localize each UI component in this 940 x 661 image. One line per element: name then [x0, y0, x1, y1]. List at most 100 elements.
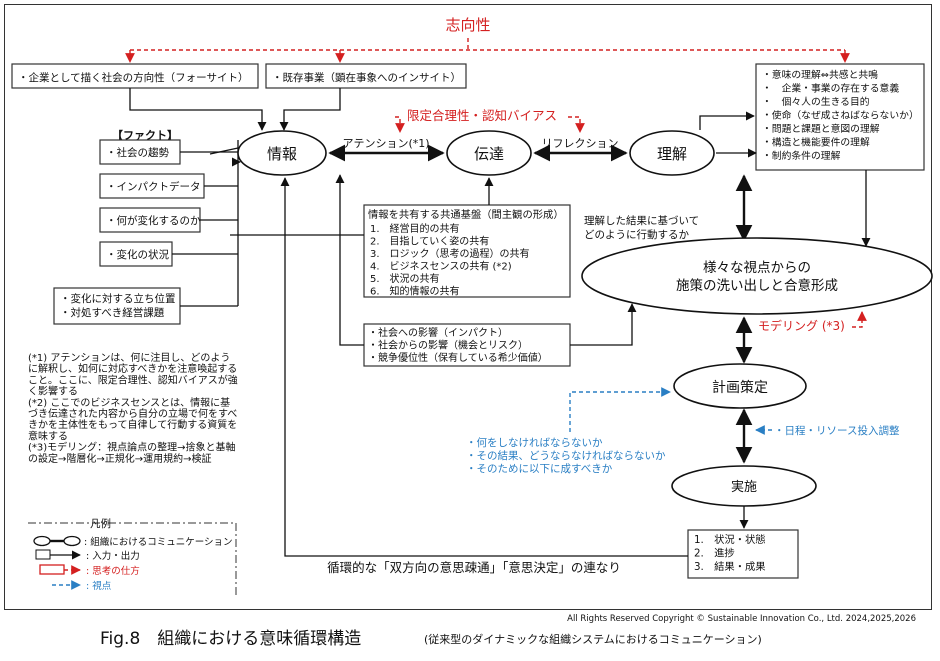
limited-rationality-label: 限定合理性・認知バイアス	[407, 108, 557, 123]
question-2: ・その結果、どうならなければならないか	[466, 449, 666, 462]
meaning-line: ・使命（なぜ成さねばならないか）	[762, 109, 919, 122]
footnote-line: こと。ここに、限定合理性、認知バイアスが強	[28, 373, 238, 386]
existing-business-box	[265, 63, 467, 89]
meaning-line: ・構造と機能要件の理解	[762, 136, 870, 149]
node-info	[237, 130, 327, 176]
existing-business-text: ・既存事業（顕在事象へのインサイト）	[272, 71, 461, 84]
impact-lines: ・社会への影響（インパクト）・社会からの影響（機会とリスク）・競争優位性（保有し…	[368, 326, 548, 364]
fact-bus-top	[209, 147, 239, 155]
common-basis-title: 情報を共有する共通基盤（間主観の形成）	[368, 208, 564, 221]
edge-impact-to-info	[335, 174, 364, 346]
impact-line: ・社会からの影響（機会とリスク）	[368, 339, 528, 352]
node-info-label: 情報	[267, 145, 297, 163]
legend-comm-ellipse-b	[63, 535, 81, 547]
edge-understand-to-meaning-top	[699, 111, 755, 130]
cycle-label: 循環的な「双方向の意思疎通」「意思決定」の連なり	[327, 560, 621, 575]
footnote-line: づき伝達された内容から自分の立場で何をすべ	[28, 407, 237, 420]
edge-impact-to-consensus	[570, 303, 637, 346]
fact-box	[99, 139, 181, 165]
fact-item: ・何が変化するのか	[106, 214, 201, 227]
legend-title: 凡例	[90, 517, 111, 530]
fact-item: ・対処すべき経営課題	[60, 306, 165, 319]
footnote-line: (*2) ここでのビジネスセンスとは、情報に基	[28, 396, 230, 409]
common-basis-item: 5. 状況の共有	[370, 272, 440, 285]
node-consensus	[581, 237, 933, 315]
footnote-line: (*3)モデリング：視点論点の整理→捨象と基軸	[28, 441, 236, 454]
status-lines: 1. 状況・状態2. 進捗3. 結果・成果	[694, 533, 766, 573]
meaning-lines: ・意味の理解⇔共感と共鳴・ 企業・事業の存在する意義・ 個々人の生きる目的・使命…	[762, 68, 919, 162]
impact-line: ・社会への影響（インパクト）	[368, 326, 508, 339]
node-transmit-label: 伝達	[474, 145, 504, 163]
fact-box	[99, 173, 205, 199]
common-basis-box	[363, 204, 571, 298]
attention-label: アテンション(*1)	[342, 137, 429, 150]
society-direction-box	[11, 63, 259, 89]
orientation-label: 志向性	[445, 16, 490, 34]
legend-comm-ellipse-a	[33, 535, 51, 547]
meaning-line: ・意味の理解⇔共感と共鳴	[762, 68, 878, 81]
common-basis-item: 3. ロジック（思考の過程）の共有	[370, 247, 530, 260]
footnote-line: の設定→階層化→正規化→運用規約→検証	[28, 452, 212, 465]
question-3: ・そのために以下に成すべきか	[466, 463, 613, 475]
reflection-label: リフレクション	[542, 137, 619, 150]
node-consensus-l1: 様々な視点からの	[703, 260, 811, 276]
questions-arrow	[569, 387, 671, 432]
meaning-line: ・ 企業・事業の存在する意義	[762, 82, 899, 95]
node-understand	[629, 130, 715, 176]
diagram-frame	[4, 4, 932, 610]
schedule-label: ・日程・リソース投入調整	[774, 424, 900, 437]
legend-item-comm: : 組織におけるコミュニケーション	[84, 536, 233, 548]
legend-item-viewpoint: : 視点	[86, 580, 112, 592]
fact-item: ・変化に対する立ち位置	[60, 292, 176, 305]
question-1: ・何をしなければならないか	[466, 436, 603, 449]
orientation-dashed-line	[130, 38, 845, 51]
legend: 凡例 : 組織におけるコミュニケーション : 入力・出力 : 思考の仕方 : 視…	[28, 517, 237, 598]
fact-box-position	[53, 287, 181, 325]
act-understanding-l2: どのように行動するか	[584, 228, 689, 241]
footnote-line: く影響する	[28, 385, 78, 398]
meaning-line: ・問題と課題と意図の理解	[762, 122, 880, 135]
caption-main: Fig.8 組織における意味循環構造	[100, 629, 361, 649]
edge-cycle-to-info	[280, 177, 688, 557]
common-basis-item: 1. 経営目的の共有	[370, 222, 460, 235]
society-direction-text: ・企業として描く社会の方向性（フォーサイト）	[18, 71, 248, 84]
impact-line: ・競争優位性（保有している希少価値）	[368, 351, 548, 364]
node-consensus-l2: 施策の洗い出しと合意形成	[676, 277, 838, 294]
footnotes: (*1) アテンションは、何に注目し、どのように解釈し、如何に対応すべきかを注意…	[28, 351, 238, 465]
fact-box	[99, 207, 201, 233]
act-understanding-l1: 理解した結果に基づいて	[584, 214, 699, 227]
meaning-box	[755, 63, 925, 171]
meaning-line: ・制約条件の理解	[762, 149, 841, 162]
node-understand-label: 理解	[657, 145, 687, 163]
fact-title: 【ファクト】	[112, 129, 178, 142]
status-line: 2. 進捗	[694, 547, 735, 560]
modeling-label: モデリング (*3)	[758, 318, 845, 333]
footnote-line: に解釈し、如何に対応すべきかを注意喚起する	[28, 362, 237, 375]
node-execution-label: 実施	[731, 479, 757, 495]
edge-society-to-info	[129, 88, 267, 131]
legend-thinking-box	[39, 564, 65, 575]
legend-item-io: : 入力・出力	[86, 550, 140, 562]
common-basis-item: 6. 知的情報の共有	[370, 285, 460, 298]
common-basis-item: 4. ビジネスセンスの共有 (*2)	[370, 260, 512, 273]
legend-io-box	[35, 549, 51, 560]
footnote-line: (*1) アテンションは、何に注目し、どのよう	[28, 351, 230, 364]
status-box	[687, 529, 799, 579]
node-planning-label: 計画策定	[712, 379, 768, 396]
fact-item: ・インパクトデータ	[106, 180, 201, 193]
status-line: 1. 状況・状態	[694, 533, 766, 546]
fact-item: ・変化の状況	[106, 248, 169, 261]
footnote-line: きかを主体性をもって自律して行動する資質を	[28, 418, 237, 431]
node-transmit	[446, 130, 532, 176]
legend-item-thinking: : 思考の仕方	[86, 565, 140, 577]
bias-arrow-right	[568, 116, 585, 133]
fact-boxes: ・社会の趨勢・インパクトデータ・何が変化するのか・変化の状況・変化に対する立ち位…	[53, 139, 241, 325]
edge-business-to-info	[279, 88, 341, 131]
footnote-line: 意味する	[28, 429, 68, 442]
fact-box	[99, 241, 173, 267]
common-basis-item: 2. 目指していく姿の共有	[370, 235, 489, 248]
meaning-line: ・ 個々人の生きる目的	[762, 95, 870, 108]
node-planning	[673, 363, 807, 409]
